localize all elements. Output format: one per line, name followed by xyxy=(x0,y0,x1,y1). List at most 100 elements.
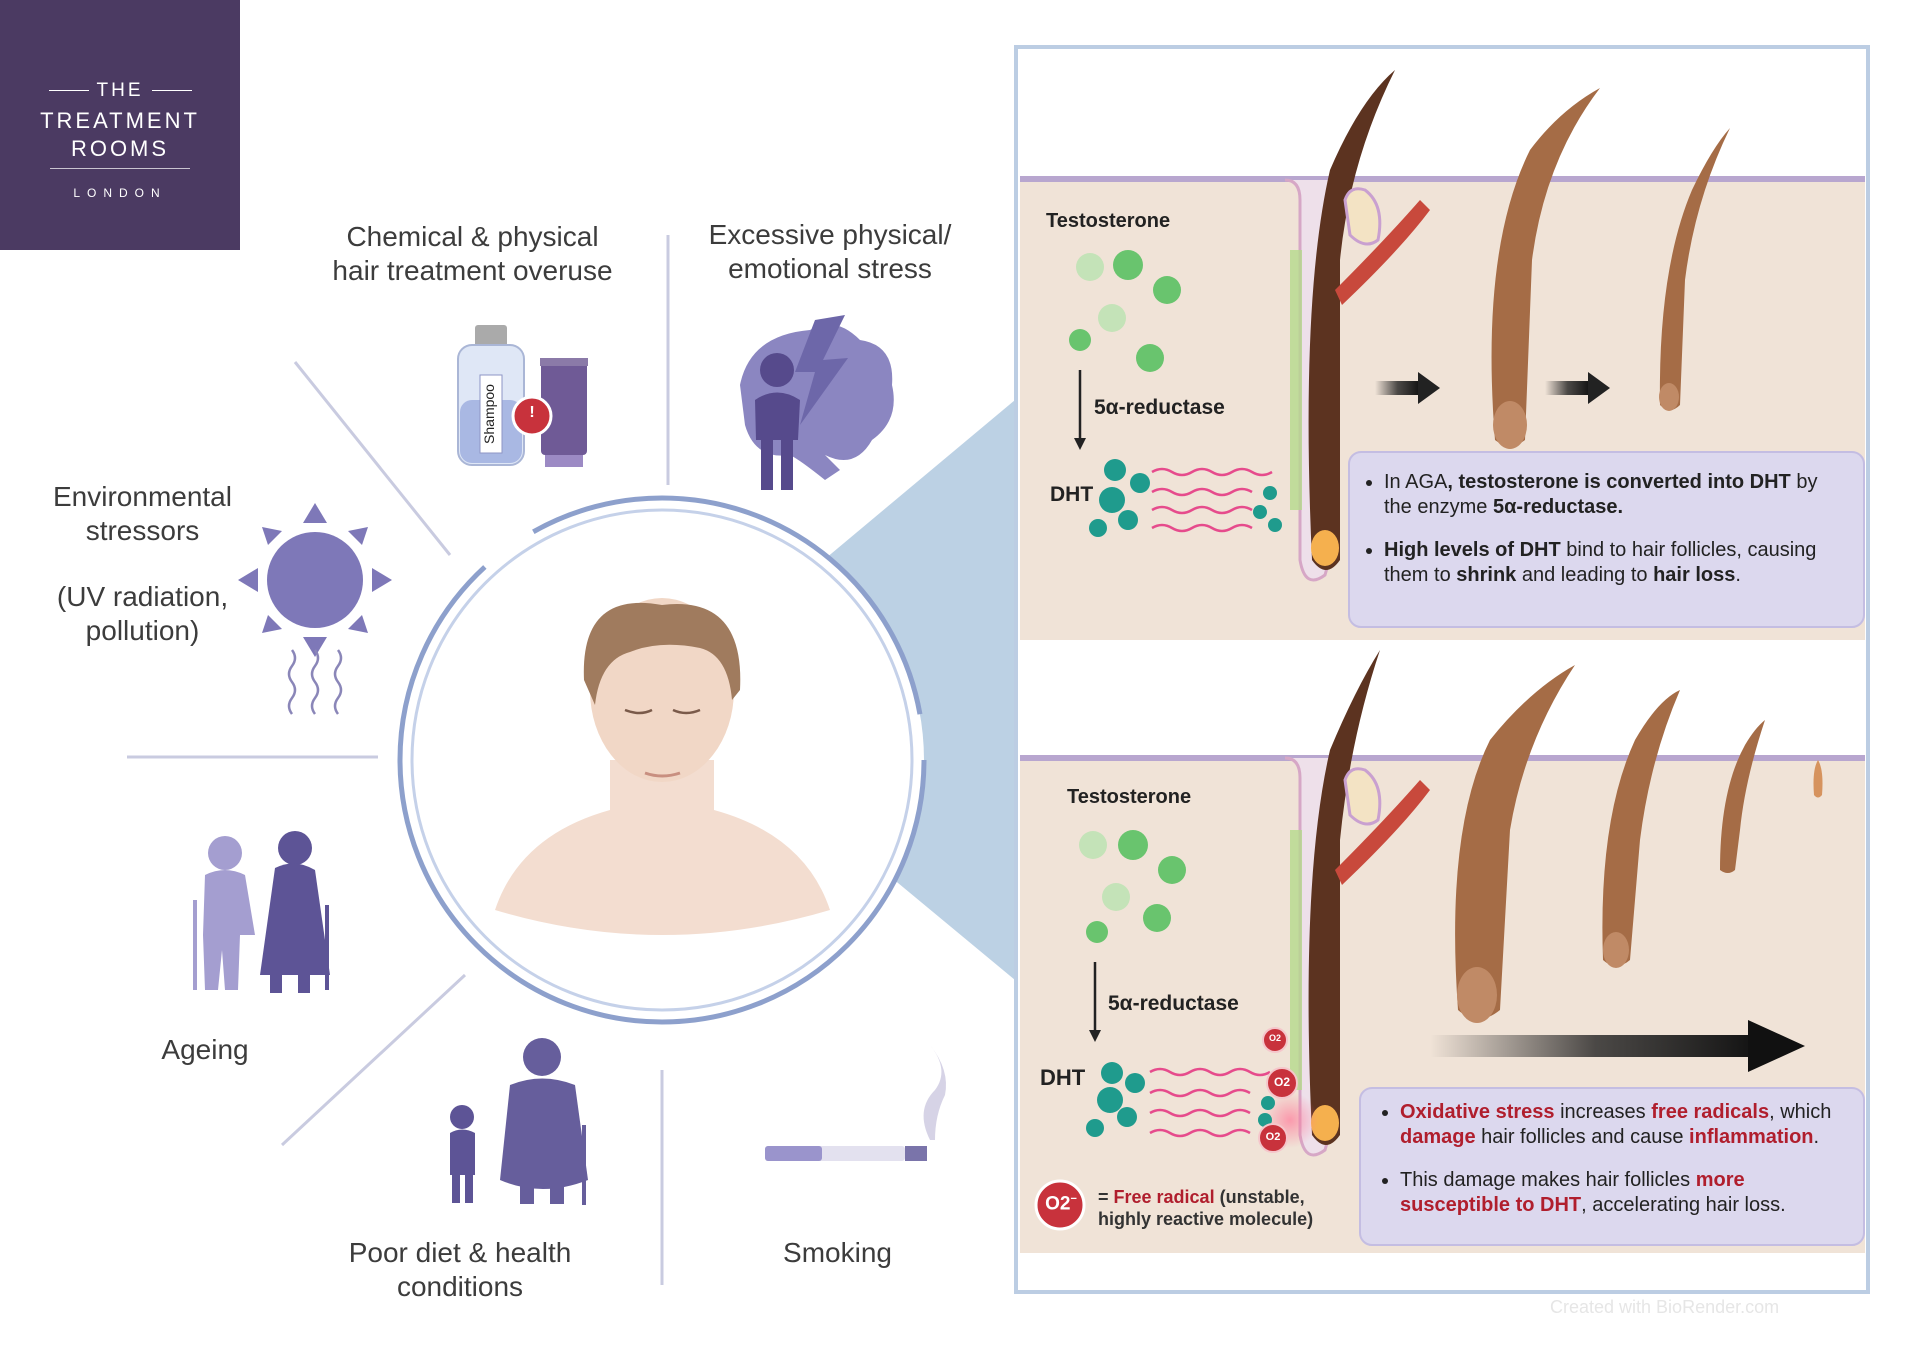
top-info-text: In AGA, testosterone is converted into D… xyxy=(1360,470,1850,606)
bottom-testosterone-label: Testosterone xyxy=(1067,786,1192,808)
bottom-follicle xyxy=(1262,650,1430,1157)
sun-icon xyxy=(238,503,392,657)
logo-divider xyxy=(50,168,190,169)
bottom-enzyme-label: 5α-reductase xyxy=(1108,992,1239,1015)
caption-line: Environmental xyxy=(53,481,232,512)
caption-line: emotional stress xyxy=(728,253,932,284)
person-illustration xyxy=(495,598,830,935)
text-run: = xyxy=(1098,1187,1114,1207)
top-miniaturizing-hairs xyxy=(1491,88,1730,449)
text-run-bold: 5α-reductase. xyxy=(1492,496,1624,518)
top-dht-signal-waves xyxy=(1151,467,1273,533)
bottom-progress-arrow xyxy=(1430,1020,1805,1072)
text-run: by the enzyme xyxy=(1384,471,1818,518)
text-run: . xyxy=(1735,564,1741,586)
caption-ageing: Ageing xyxy=(161,1034,249,1065)
free-radical-icons xyxy=(1034,1027,1298,1231)
caption-spacer xyxy=(30,548,255,580)
free-radical-icon xyxy=(1258,1123,1288,1153)
text-run: hair follicles and cause xyxy=(1475,1126,1690,1148)
free-radical-mark: O2 xyxy=(1268,1033,1281,1043)
caption-line: Poor diet & health xyxy=(348,1237,572,1268)
divider-upper-left xyxy=(293,361,452,556)
free-radical-mark: O2 xyxy=(1265,1131,1281,1143)
text-run-bold: hair loss xyxy=(1653,564,1736,586)
text-run-red: damage xyxy=(1400,1126,1476,1148)
biorender-watermark: Created with BioRender.com xyxy=(1550,1297,1780,1317)
top-progress-arrows xyxy=(1375,372,1610,404)
stressed-person-icon xyxy=(755,353,800,490)
logo: THE TREATMENT ROOMS LONDON xyxy=(0,0,240,250)
text-run: This damage makes hair follicles xyxy=(1400,1169,1696,1191)
text-run: (unstable, highly reactive molecule) xyxy=(1098,1187,1314,1229)
text-run-red: Oxidative stress xyxy=(1400,1101,1555,1123)
bottom-bullet-susceptible: This damage makes hair follicles more su… xyxy=(1400,1168,1856,1218)
shampoo-label: Shampoo xyxy=(481,384,497,444)
cream-tube-icon xyxy=(540,358,588,467)
grandmother-child-icon xyxy=(450,1038,588,1205)
warning-mark: ! xyxy=(529,404,535,421)
text-run: bind to hair follicles, causing them to xyxy=(1384,539,1817,586)
caption-line: Chemical & physical xyxy=(346,221,599,252)
divider-lower-left xyxy=(280,973,467,1147)
top-testosterone-label: Testosterone xyxy=(1046,210,1171,232)
top-dht-label: DHT xyxy=(1050,483,1094,506)
logo-line-the: THE xyxy=(0,80,240,102)
top-testosterone-molecules xyxy=(1069,250,1181,372)
warning-icon xyxy=(511,395,553,437)
bottom-dht-label: DHT xyxy=(1040,1065,1086,1090)
caption-line: stressors xyxy=(85,515,200,546)
free-radical-legend-icon xyxy=(1034,1179,1086,1231)
top-info-box xyxy=(1348,451,1865,628)
free-radical-icon xyxy=(1262,1027,1288,1053)
text-run-bold: , testosterone is converted into DHT xyxy=(1447,471,1791,493)
top-enzyme-arrow xyxy=(1074,370,1086,450)
text-run-red: inflammation xyxy=(1689,1126,1814,1148)
top-follicle xyxy=(1284,70,1430,582)
bottom-testosterone-molecules xyxy=(1079,830,1186,943)
text-run-red: more susceptible to DHT xyxy=(1400,1169,1745,1216)
text-run: , accelerating hair loss. xyxy=(1581,1194,1786,1216)
bottom-bullet-oxidative: Oxidative stress increases free radicals… xyxy=(1400,1100,1856,1150)
top-bullet-shrink: High levels of DHT bind to hair follicle… xyxy=(1384,538,1850,588)
shampoo-bottle-icon xyxy=(457,325,525,466)
caption-line: conditions xyxy=(396,1271,524,1302)
logo-line-treatment: TREATMENT xyxy=(40,108,200,133)
caption-stress: Excessive physical/ emotional stress xyxy=(680,218,980,286)
free-radical-legend-mark: O2− xyxy=(1042,1193,1080,1215)
text-run-bold: shrink xyxy=(1456,564,1517,586)
top-enzyme-label: 5α-reductase xyxy=(1094,396,1225,419)
logo-line-london: LONDON xyxy=(73,186,167,200)
bottom-info-box xyxy=(1359,1087,1865,1246)
heat-waves-icon xyxy=(287,649,343,715)
caption-environmental: Environmental stressors (UV radiation, p… xyxy=(30,480,255,648)
caption-poor-diet: Poor diet & health conditions xyxy=(320,1236,600,1304)
caption-chemical-treatment: Chemical & physical hair treatment overu… xyxy=(300,220,645,288)
caption-line: Excessive physical/ xyxy=(708,219,952,250)
text-run: . xyxy=(1813,1126,1820,1148)
caption-line: hair treatment overuse xyxy=(332,255,613,286)
text-run-bold: High levels of DHT xyxy=(1384,539,1561,561)
o2-superscript: − xyxy=(1070,1193,1077,1205)
o2-text: O2 xyxy=(1045,1193,1071,1215)
top-dht-molecules xyxy=(1089,459,1282,537)
free-radical-mark: O2 xyxy=(1273,1075,1290,1089)
text-run-red: free radicals xyxy=(1651,1101,1770,1123)
top-bullet-conversion: In AGA, testosterone is converted into D… xyxy=(1384,470,1850,520)
bottom-dht-signal-waves xyxy=(1149,1067,1271,1138)
cigarette-icon xyxy=(765,1045,946,1161)
divider-lines xyxy=(127,235,670,1285)
text-run: , which xyxy=(1769,1101,1832,1123)
text-run: In AGA xyxy=(1384,471,1448,493)
logo-line-rooms: ROOMS xyxy=(70,136,170,161)
bottom-enzyme-arrow xyxy=(1089,962,1101,1042)
bottom-info-text: Oxidative stress increases free radicals… xyxy=(1376,1100,1856,1236)
text-run-red: Free radical xyxy=(1113,1187,1215,1207)
free-radical-icon xyxy=(1266,1067,1298,1099)
caption-line: pollution) xyxy=(85,615,200,646)
text-run: increases xyxy=(1554,1101,1652,1123)
free-radical-legend: = Free radical (unstable, highly reactiv… xyxy=(1098,1186,1328,1230)
elderly-couple-icon xyxy=(193,831,330,993)
caption-smoking: Smoking xyxy=(783,1237,892,1268)
